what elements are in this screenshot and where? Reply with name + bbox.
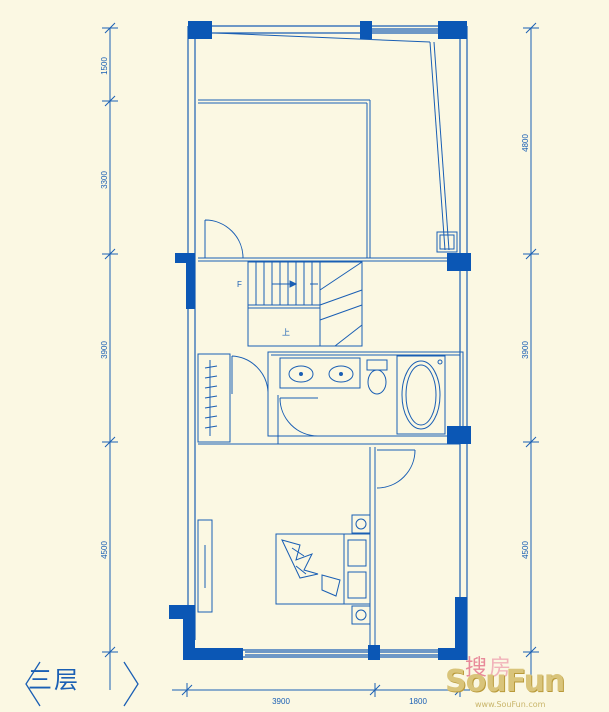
dimension-line-left: [102, 22, 118, 690]
floor-label: 三层: [28, 666, 80, 694]
dim-bottom-3900: 3900: [272, 697, 290, 706]
wardrobe: [197, 353, 278, 445]
dim-left-3900: 3900: [100, 341, 109, 359]
watermark-url: www.SouFun.com: [475, 700, 546, 709]
dimension-line-bottom: [172, 683, 470, 697]
watermark-char-1: 搜: [465, 656, 490, 681]
dim-left-3300: 3300: [100, 171, 109, 189]
dimension-labels: 1500 3300 3900 4500 4800 3900 4500 3900 …: [100, 57, 530, 706]
stair-down-label: F: [237, 280, 242, 289]
stair-up-label: 上: [282, 328, 290, 337]
watermark-chinese: 搜房: [465, 650, 513, 682]
watermark-char-2: 房: [489, 656, 514, 681]
dim-right-3900: 3900: [521, 341, 530, 359]
dim-right-4800: 4800: [521, 134, 530, 152]
dim-bottom-1800: 1800: [409, 697, 427, 706]
dimension-line-right: [523, 22, 539, 690]
staircase: [247, 261, 363, 347]
bathroom: [267, 351, 464, 445]
terrace-area: [198, 32, 460, 262]
soufun-watermark: 搜房 SouFun www.SouFun.com: [445, 650, 605, 710]
dim-left-1500: 1500: [100, 57, 109, 75]
dim-right-4500: 4500: [521, 541, 530, 559]
floor-label-brackets: [25, 661, 139, 707]
watermark-brand: SouFun: [445, 664, 565, 699]
structural-columns: [169, 21, 471, 660]
bedroom: [197, 447, 416, 650]
exterior-walls: [187, 25, 468, 660]
dim-left-4500: 4500: [100, 541, 109, 559]
